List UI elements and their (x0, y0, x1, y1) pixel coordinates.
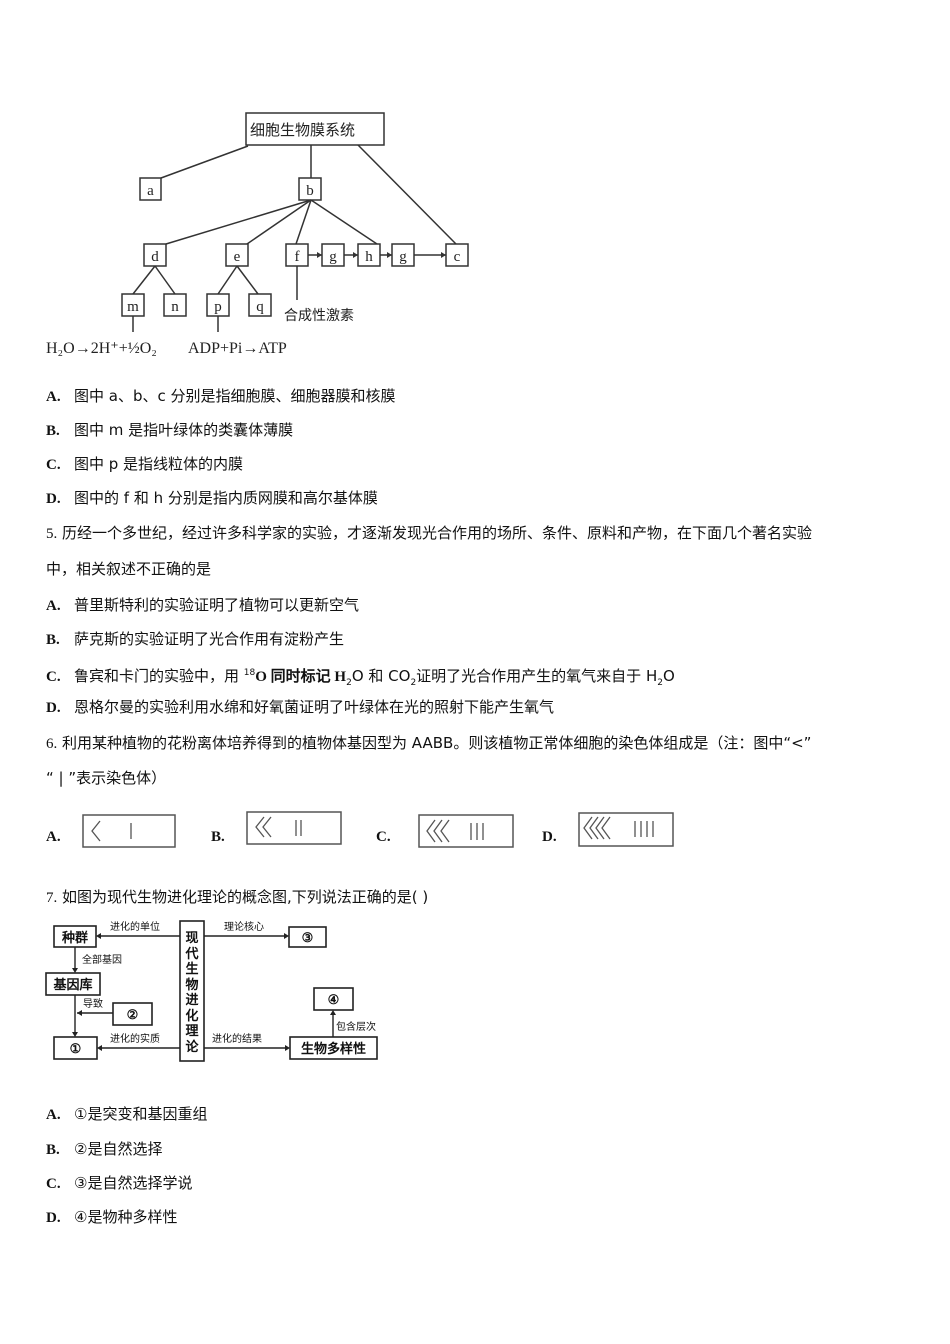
question-number: 7. (46, 890, 58, 906)
node-e: e (234, 249, 241, 265)
gene-pool-box: 基因库 (52, 977, 92, 992)
node-h: h (365, 249, 373, 265)
q5-option-a[interactable]: A.普里斯特利的实验证明了植物可以更新空气 (46, 596, 360, 614)
m-equation: H₂O→2H⁺+½O₂ (46, 340, 157, 357)
q6-option-a-label[interactable]: A. (46, 829, 61, 845)
node-n: n (171, 299, 179, 315)
circle-1-box: ① (70, 1041, 82, 1056)
node-g2: g (399, 249, 407, 265)
node-c: c (454, 249, 461, 265)
option-text: 图中 p 是指线粒体的内膜 (74, 455, 244, 473)
q5-option-c[interactable]: C.鲁宾和卡门的实验中，用 18O 同时标记 H2O 和 CO2证明了光合作用产… (46, 667, 675, 688)
q7-option-c[interactable]: C.③是自然选择学说 (46, 1174, 193, 1192)
node-m: m (127, 299, 139, 315)
q5-option-d[interactable]: D.恩格尔曼的实验利用水绵和好氧菌证明了叶绿体在光的照射下能产生氧气 (46, 698, 555, 716)
node-b: b (306, 183, 314, 199)
q7-stem: 7. 如图为现代生物进化理论的概念图,下列说法正确的是( ) (46, 888, 429, 906)
label-unit: 进化的单位 (110, 920, 160, 933)
q7-option-a[interactable]: A.①是突变和基因重组 (46, 1105, 208, 1123)
option-text: 图中 m 是指叶绿体的类囊体薄膜 (74, 421, 294, 439)
circle-3-box: ③ (302, 930, 314, 945)
label-all-genes: 全部基因 (82, 953, 122, 966)
root-node-label: 细胞生物膜系统 (250, 121, 355, 139)
q5-stem-line1: 5. 历经一个多世纪，经过许多科学家的实验，才逐渐发现光合作用的场所、条件、原料… (46, 524, 813, 542)
q6-option-c-label[interactable]: C. (376, 829, 391, 845)
q6-option-a-chromosome-figure[interactable] (82, 814, 176, 852)
question-number: 6. (46, 736, 58, 752)
q5-stem-line2: 中，相关叙述不正确的是 (46, 560, 212, 578)
circle-2-box: ② (127, 1007, 139, 1022)
node-g1: g (329, 249, 337, 265)
q4-option-b[interactable]: B.图中 m 是指叶绿体的类囊体薄膜 (46, 421, 294, 439)
node-p: p (214, 299, 222, 315)
q6-option-d-label[interactable]: D. (542, 829, 557, 845)
membrane-system-diagram: a b d e f g h g c m n p q 细胞生物膜系统 合成性激素 … (40, 100, 490, 360)
q6-option-b-label[interactable]: B. (211, 829, 225, 845)
label-cause: 导致 (83, 997, 103, 1010)
q6-stem-line1: 6. 利用某种植物的花粉离体培养得到的植物体基因型为 AABB。则该植物正常体细… (46, 734, 812, 752)
label-core: 理论核心 (224, 920, 264, 933)
node-q: q (256, 299, 264, 315)
q7-option-d[interactable]: D.④是物种多样性 (46, 1208, 178, 1226)
q4-option-d[interactable]: D.图中的 f 和 h 分别是指内质网膜和高尔基体膜 (46, 489, 378, 507)
population-box: 种群 (61, 930, 88, 945)
label-result: 进化的结果 (212, 1032, 262, 1045)
option-text: 图中的 f 和 h 分别是指内质网膜和高尔基体膜 (74, 489, 378, 507)
node-a: a (147, 183, 154, 199)
diversity-box: 生物多样性 (301, 1041, 366, 1056)
circle-4-box: ④ (328, 992, 340, 1007)
node-d: d (151, 249, 159, 265)
q4-option-c[interactable]: C.图中 p 是指线粒体的内膜 (46, 455, 244, 473)
evolution-concept-map: 种群 基因库 ② ① ③ ④ 生物多样性 进化的单位 全部基因 导致 进化的实质… (40, 915, 390, 1065)
q5-option-b[interactable]: B.萨克斯的实验证明了光合作用有淀粉产生 (46, 630, 345, 648)
label-levels: 包含层次 (336, 1020, 376, 1033)
center-concept-vertical: 现代生物进化理论 (185, 931, 199, 1055)
q6-stem-line2: “ | ”表示染色体） (46, 769, 167, 787)
q4-option-a[interactable]: A.图中 a、b、c 分别是指细胞膜、细胞器膜和核膜 (46, 387, 396, 405)
q6-option-d-chromosome-figure[interactable] (578, 812, 674, 851)
q6-option-c-chromosome-figure[interactable] (418, 814, 514, 852)
f-annotation: 合成性激素 (284, 307, 354, 324)
p-equation: ADP+Pi→ATP (188, 340, 287, 357)
option-text: 图中 a、b、c 分别是指细胞膜、细胞器膜和核膜 (74, 387, 396, 405)
node-f: f (295, 249, 300, 265)
q7-option-b[interactable]: B.②是自然选择 (46, 1140, 163, 1158)
question-number: 5. (46, 526, 58, 542)
q6-option-b-chromosome-figure[interactable] (246, 811, 342, 849)
label-essence: 进化的实质 (110, 1032, 160, 1045)
